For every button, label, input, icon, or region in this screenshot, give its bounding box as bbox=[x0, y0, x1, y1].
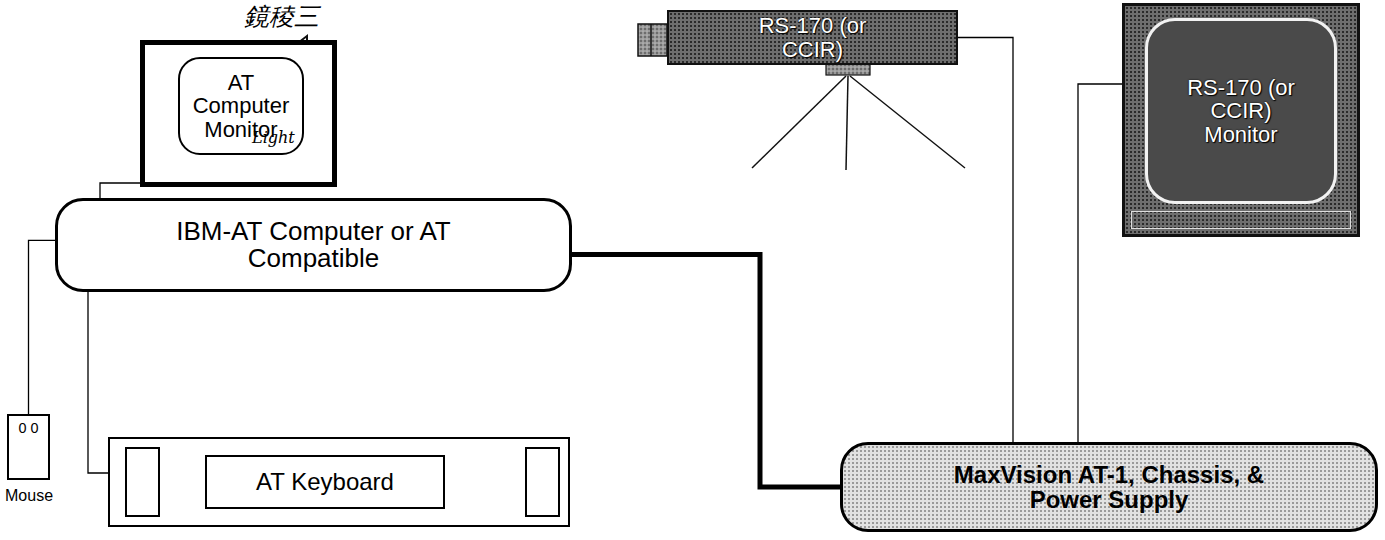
handwritten-note: 鏡稜三 bbox=[244, 0, 319, 33]
camera-lens bbox=[638, 24, 667, 56]
cable bbox=[1078, 84, 1122, 442]
node-text: RS-170 (or CCIR) Monitor bbox=[1176, 76, 1306, 145]
keyboard: AT Keyboard bbox=[108, 437, 570, 527]
tripod-leg bbox=[846, 76, 848, 170]
cable bbox=[29, 240, 56, 414]
monitor-base bbox=[1131, 211, 1351, 229]
key-block: AT Keyboard bbox=[205, 455, 445, 509]
mouse: 0 0Mouse bbox=[7, 414, 50, 480]
tripod-leg bbox=[850, 76, 965, 168]
computer-box: IBM-AT Computer or AT Compatible bbox=[55, 198, 572, 292]
node-text: Mouse bbox=[5, 488, 53, 505]
camera: RS-170 (or CCIR) bbox=[667, 10, 958, 65]
node-text: IBM-AT Computer or AT Compatible bbox=[176, 218, 451, 273]
cable bbox=[88, 292, 108, 473]
node-text: RS-170 (or CCIR) bbox=[754, 14, 872, 60]
node-text: 0 0 bbox=[9, 416, 48, 436]
key-block bbox=[525, 447, 560, 517]
node-text: MaxVision AT-1, Chassis, & Power Supply bbox=[929, 462, 1289, 512]
chassis-box: MaxVision AT-1, Chassis, & Power Supply bbox=[840, 442, 1378, 532]
node-text: AT Keyboard bbox=[256, 469, 394, 494]
video-monitor: RS-170 (or CCIR) Monitor bbox=[1122, 3, 1360, 237]
bus-cable bbox=[572, 254, 840, 487]
monitor-screen: RS-170 (or CCIR) Monitor bbox=[1145, 18, 1337, 204]
cable bbox=[958, 38, 1013, 443]
computer-monitor: AT Computer Monitor bbox=[140, 40, 337, 187]
cable bbox=[100, 183, 140, 198]
key-block bbox=[125, 447, 160, 517]
camera-lens bbox=[650, 24, 652, 56]
handwritten-note: Light bbox=[252, 128, 295, 147]
tripod-mount bbox=[826, 64, 870, 75]
tripod-leg bbox=[752, 76, 846, 168]
